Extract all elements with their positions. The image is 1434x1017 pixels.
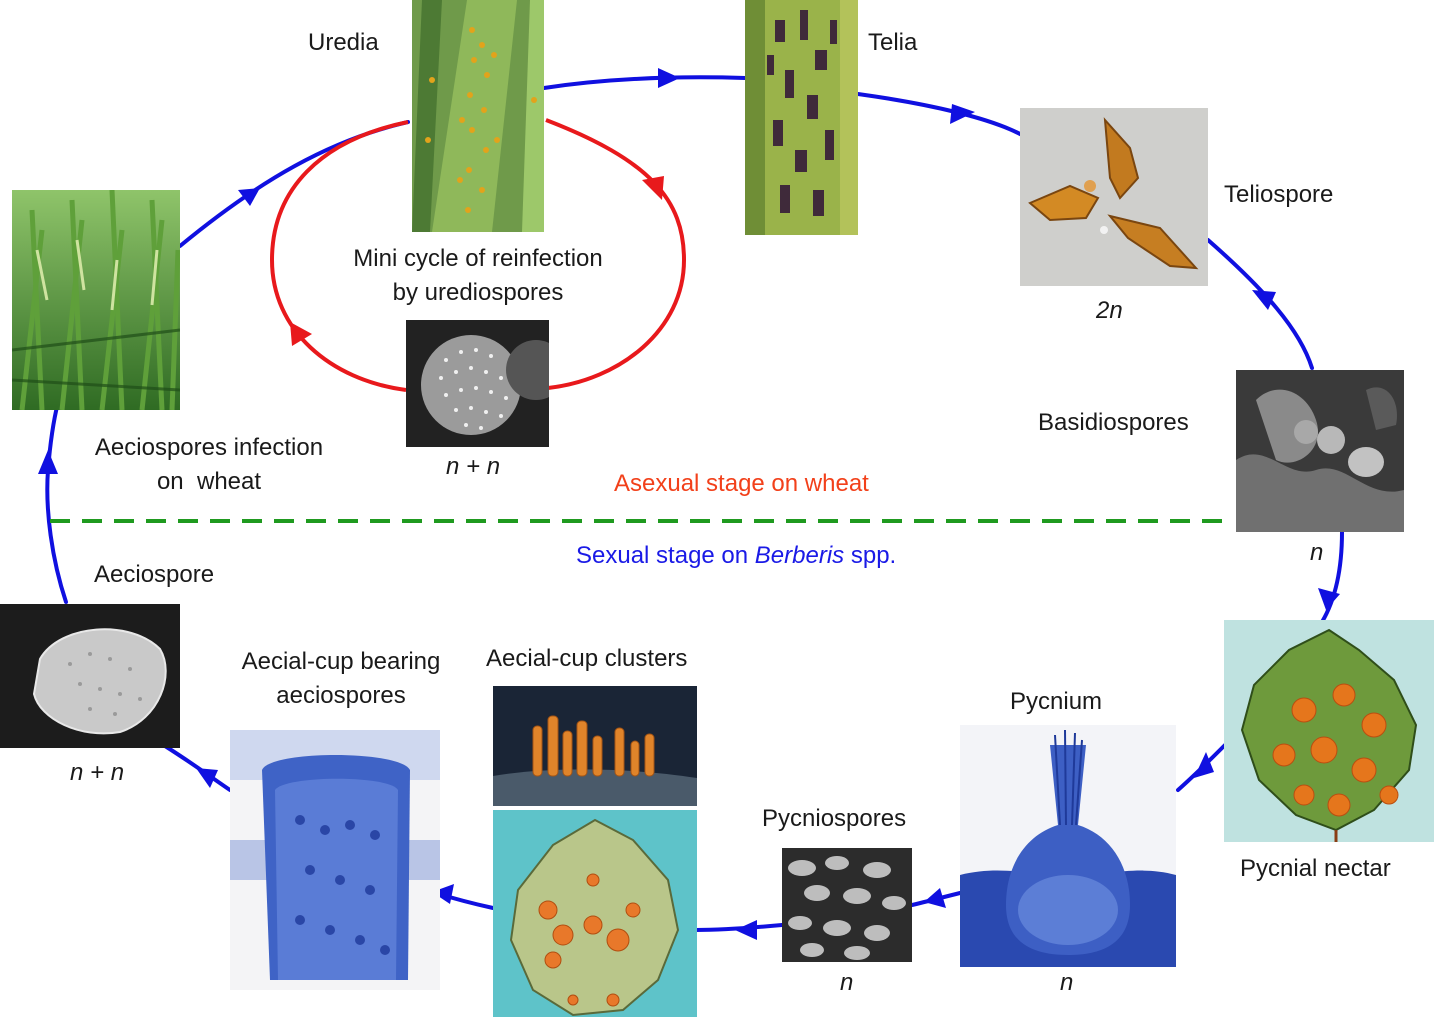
sexual-stage-genus: Berberis (754, 542, 845, 569)
aecial-leaf-photo (493, 810, 697, 1017)
label-aeciospores-infection-2: on wheat (156, 468, 262, 495)
pycnial-leaf-photo (1224, 620, 1434, 842)
label-aecial-cup-clusters: Aecial-cup clusters (486, 645, 688, 672)
aecial-cup-clusters-photo (493, 686, 697, 806)
wheat-field-photo (12, 190, 180, 410)
mini-cycle-arrowheads (290, 176, 664, 346)
uredia-leaf-photo (412, 0, 544, 232)
label-aecial-cup-bearing-2: aeciospores (276, 682, 406, 709)
sexual-stage-prefix: Sexual stage on (576, 542, 755, 569)
label-pycnium: Pycnium (1010, 688, 1103, 715)
ploidy-urediospore: n + n (446, 453, 501, 480)
ploidy-teliospore: 2n (1096, 297, 1123, 324)
label-mini-cycle-2: by urediospores (392, 279, 564, 306)
label-aeciospore: Aeciospore (94, 561, 215, 588)
ploidy-basidiospores: n (1310, 539, 1324, 566)
label-uredia: Uredia (308, 29, 379, 56)
sexual-stage-label: Sexual stage on Berberis spp. (576, 539, 896, 573)
label-telia: Telia (868, 29, 918, 56)
aeciospore-micrograph (0, 604, 180, 748)
label-mini-cycle-1: Mini cycle of reinfection (353, 245, 603, 272)
label-teliospore: Teliospore (1224, 181, 1334, 208)
label-aecial-cup-bearing-1: Aecial-cup bearing (241, 648, 441, 675)
telia-leaf-photo (745, 0, 858, 235)
basidiospores-micrograph (1236, 370, 1404, 532)
main-cycle-arrowheads (38, 68, 1340, 940)
label-pycniospores: Pycniospores (762, 805, 907, 832)
aecial-cup-section-micrograph (230, 730, 440, 990)
sexual-stage-suffix: spp. (844, 542, 897, 569)
ploidy-aeciospore: n + n (70, 759, 125, 786)
ploidy-pycniospores: n (840, 969, 854, 996)
pycnium-micrograph (960, 725, 1176, 967)
pycniospores-micrograph (782, 848, 912, 962)
ploidy-pycnium: n (1060, 969, 1074, 996)
teliospore-micrograph (1020, 108, 1208, 286)
asexual-stage-label: Asexual stage on wheat (614, 470, 869, 497)
label-aeciospores-infection-1: Aeciospores infection (94, 434, 324, 461)
label-pycnial-nectar: Pycnial nectar (1240, 855, 1391, 882)
urediospore-micrograph (406, 320, 549, 447)
mini-cycle (269, 118, 687, 392)
label-basidiospores: Basidiospores (1038, 409, 1189, 436)
